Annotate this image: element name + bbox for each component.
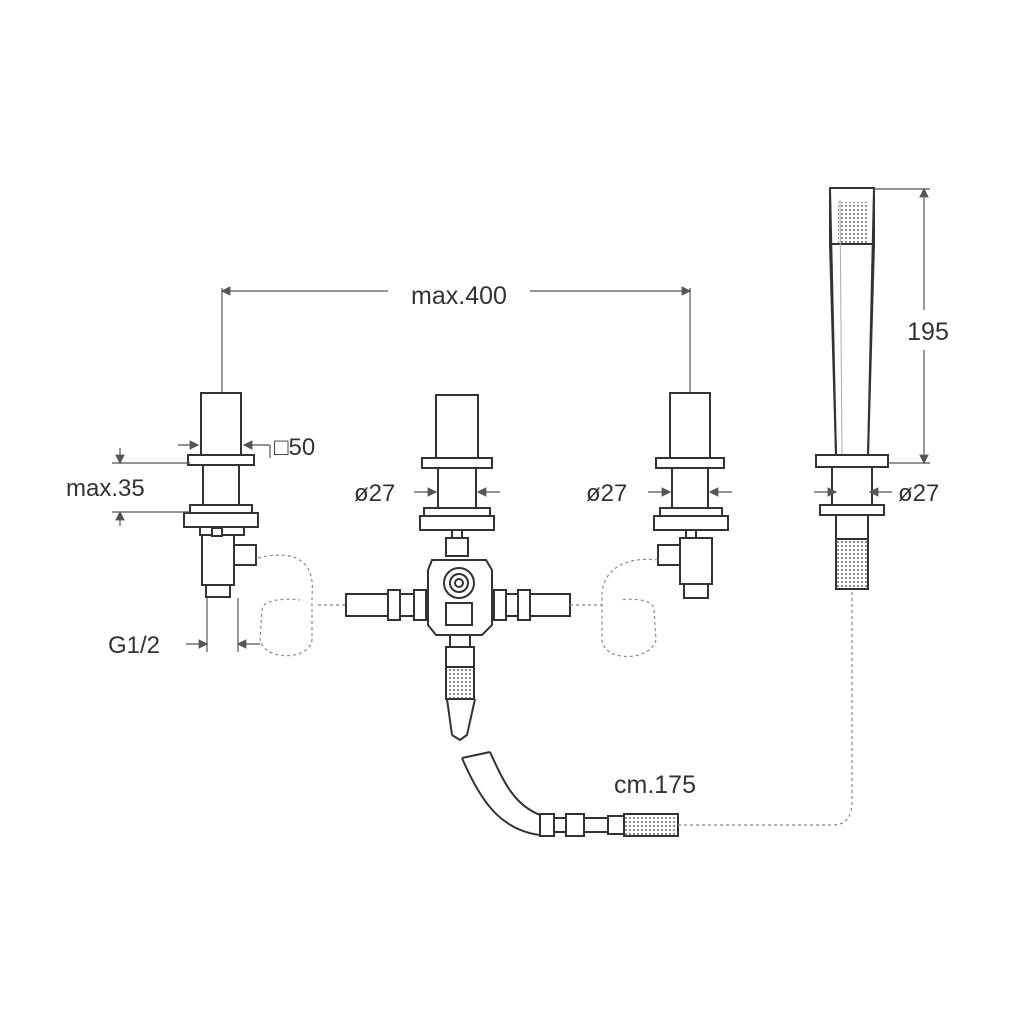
deck-thickness-label: max.35 (66, 475, 145, 502)
right-valve (601, 392, 729, 658)
center-diameter-dimension: ø27 (354, 480, 500, 507)
square-label: □50 (274, 434, 315, 461)
center-diameter-label: ø27 (354, 480, 395, 507)
thread-label: G1/2 (108, 632, 160, 659)
right-diameter-dimension: ø27 (586, 480, 732, 507)
left-valve (183, 392, 313, 657)
height-dimension: 195 (874, 187, 949, 465)
shower-hose (461, 590, 853, 837)
square-dimension: □50 (178, 434, 315, 461)
width-dimension: max.400 (220, 282, 692, 392)
right-diameter-label: ø27 (586, 480, 627, 507)
hose-length-label: cm.175 (614, 771, 696, 799)
hand-shower (815, 187, 889, 590)
handset-diameter-dimension: ø27 (814, 480, 939, 507)
width-label: max.400 (411, 282, 507, 310)
thread-dimension: G1/2 (108, 598, 260, 659)
height-label: 195 (907, 318, 949, 346)
center-mixer (318, 394, 602, 742)
handset-diameter-label: ø27 (898, 480, 939, 507)
deck-thickness-dimension: max.35 (66, 448, 190, 526)
